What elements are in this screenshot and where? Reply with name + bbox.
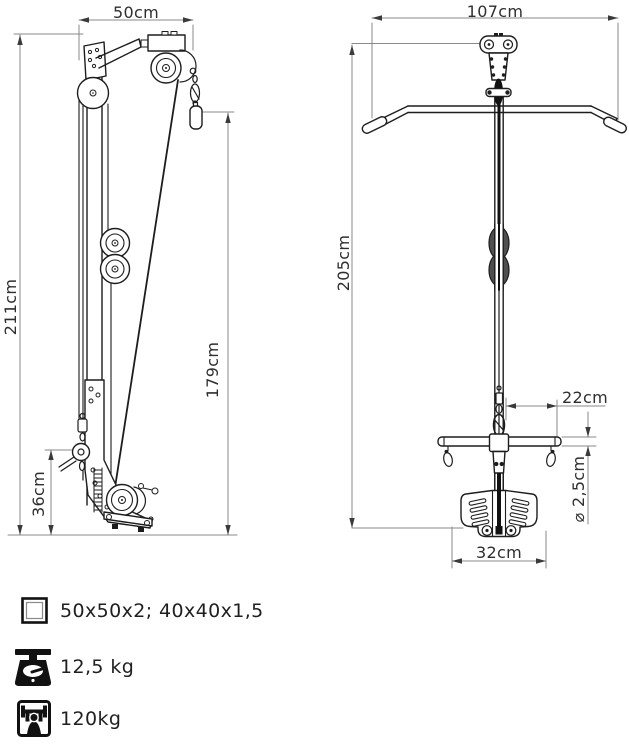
dimension-arrows: [17, 15, 618, 564]
legend-profile-text: 50x50x2; 40x40x1,5: [60, 600, 264, 622]
dimension-lines: [7, 17, 619, 569]
dim-front-crossbar-label: 22cm: [562, 388, 608, 407]
side-view-drawing: [58, 31, 203, 532]
dim-side-cable-height-label: 179cm: [203, 341, 222, 399]
front-view-drawing: [361, 33, 627, 538]
dim-front-diameter-label: ⌀ 2,5cm: [569, 455, 588, 523]
footplate-slots: [468, 498, 530, 527]
tube-profile-icon: [21, 597, 48, 624]
scale-icon: [14, 649, 52, 686]
dim-side-total-height-label: 211cm: [1, 278, 20, 336]
max-load-icon: [17, 700, 51, 737]
spring: [93, 467, 103, 513]
legend-max-load-text: 120kg: [60, 708, 122, 730]
dim-front-width-label: 107cm: [466, 2, 524, 21]
lower-hook: [58, 412, 91, 481]
dim-side-width-label: 50cm: [113, 3, 159, 22]
handle-carabiner: [189, 67, 203, 130]
dim-front-height-label: 205cm: [334, 234, 353, 292]
dim-front-footplate-label: 32cm: [476, 543, 522, 562]
legend-weight-text: 12,5 kg: [60, 656, 135, 678]
dim-side-lower-height-label: 36cm: [29, 471, 48, 517]
